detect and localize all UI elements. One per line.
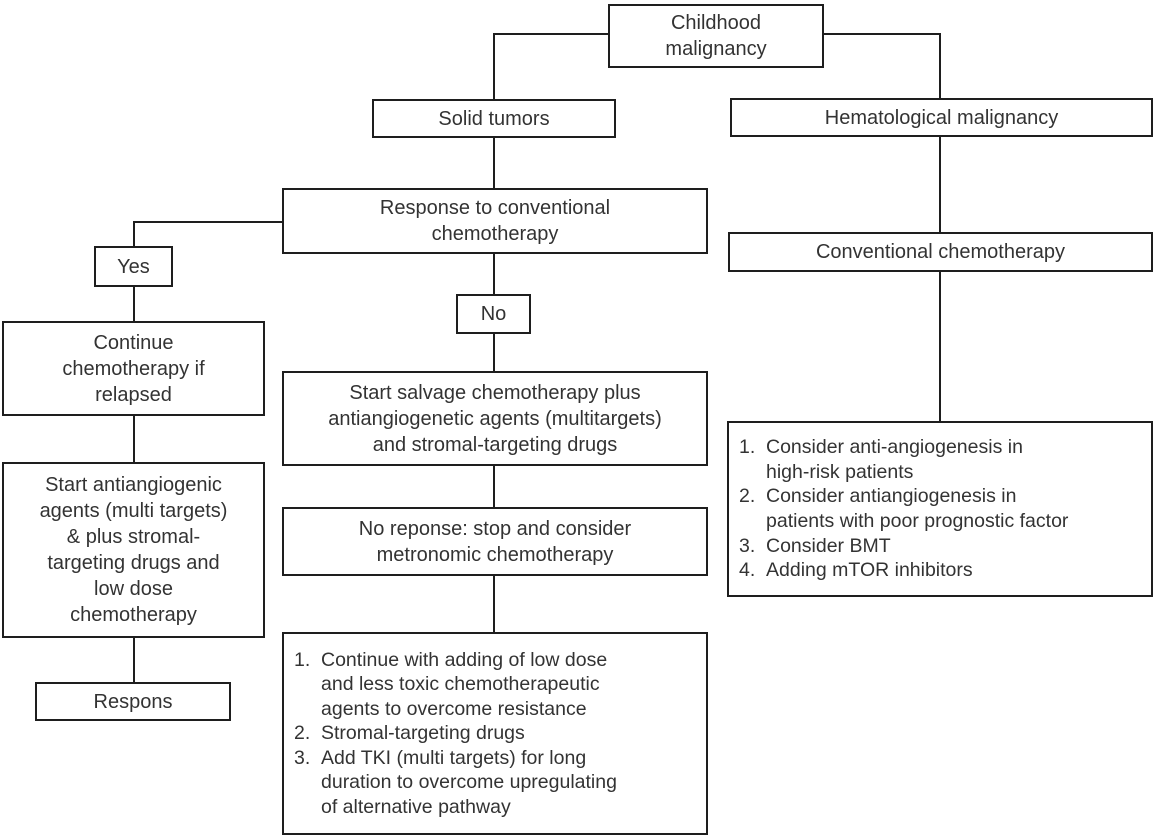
item-text: Consider BMT bbox=[766, 534, 891, 557]
node-respons: Respons bbox=[35, 682, 231, 721]
item-text: Stromal-targeting drugs bbox=[321, 722, 525, 745]
connector-solid-to-response bbox=[493, 138, 495, 188]
item-text: Continue with adding of low dose and les… bbox=[321, 648, 608, 720]
item-number: 3. bbox=[739, 534, 756, 557]
connector-hematological-to-conventional bbox=[939, 137, 941, 232]
item-text: Consider anti-angiogenesis in high-risk … bbox=[766, 436, 1023, 483]
node-no: No bbox=[456, 294, 531, 334]
node-start-antiangiogenic-agents: Start antiangiogenic agents (multi targe… bbox=[2, 462, 265, 638]
connector-childhood-to-hematological-horizontal bbox=[823, 33, 941, 35]
node-yes: Yes bbox=[94, 246, 173, 287]
item-text: Add TKI (multi targets) for long duratio… bbox=[321, 746, 617, 818]
node-conventional-chemotherapy-label: Conventional chemotherapy bbox=[815, 241, 1066, 263]
node-resistance-strategies-list: 1. Continue with adding of low dose and … bbox=[282, 632, 708, 835]
connector-response-to-no bbox=[493, 254, 495, 294]
node-response-to-conventional-chemotherapy: Response to conventional chemotherapy bbox=[282, 188, 708, 254]
node-solid-tumors-label: Solid tumors bbox=[438, 107, 550, 130]
connector-response-to-yes-vertical bbox=[133, 221, 135, 246]
item-number: 1. bbox=[294, 648, 311, 671]
node-solid-tumors: Solid tumors bbox=[372, 99, 616, 138]
node-hematological-malignancy: Hematological malignancy bbox=[730, 98, 1153, 137]
node-response-to-conventional-chemotherapy-label: Response to conventional chemotherapy bbox=[379, 197, 611, 245]
list-item: 4. Adding mTOR inhibitors bbox=[739, 558, 1143, 583]
list-item: 1. Continue with adding of low dose and … bbox=[294, 648, 698, 722]
list-item: 3. Consider BMT bbox=[739, 534, 1143, 559]
item-number: 2. bbox=[739, 485, 756, 508]
node-no-response-stop-metronomic: No reponse: stop and consider metronomic… bbox=[282, 507, 708, 576]
connector-childhood-to-solid-horizontal bbox=[493, 33, 608, 35]
node-childhood-malignancy-label: Childhood malignancy bbox=[665, 12, 767, 60]
connector-childhood-to-hematological-vertical bbox=[939, 33, 941, 98]
connector-response-to-yes-horizontal bbox=[133, 221, 282, 223]
item-number: 4. bbox=[739, 559, 756, 582]
list-item: 1. Consider anti-angiogenesis in high-ri… bbox=[739, 435, 1143, 484]
connector-conventional-to-list bbox=[939, 272, 941, 421]
connector-yes-to-continue bbox=[133, 287, 135, 321]
item-text: Consider antiangiogenesis in patients wi… bbox=[766, 485, 1069, 532]
node-conventional-chemotherapy: Conventional chemotherapy bbox=[728, 232, 1153, 272]
node-hematological-strategies-list: 1. Consider anti-angiogenesis in high-ri… bbox=[727, 421, 1153, 597]
connector-salvage-to-no-response bbox=[493, 466, 495, 507]
item-number: 1. bbox=[739, 436, 756, 459]
node-no-label: No bbox=[480, 303, 507, 325]
connector-continue-to-start-antiangiogenic bbox=[133, 416, 135, 462]
node-hematological-malignancy-label: Hematological malignancy bbox=[824, 106, 1059, 129]
node-yes-label: Yes bbox=[117, 255, 150, 278]
item-text: Adding mTOR inhibitors bbox=[766, 559, 973, 582]
item-number: 3. bbox=[294, 746, 311, 769]
connector-no-to-salvage bbox=[493, 334, 495, 371]
list-item: 3. Add TKI (multi targets) for long dura… bbox=[294, 746, 698, 820]
node-start-antiangiogenic-agents-label: Start antiangiogenic agents (multi targe… bbox=[39, 474, 228, 626]
list-item: 2. Consider antiangiogenesis in patients… bbox=[739, 484, 1143, 533]
node-start-salvage-chemotherapy-label: Start salvage chemotherapy plus antiangi… bbox=[328, 381, 662, 456]
list-item: 2. Stromal-targeting drugs bbox=[294, 721, 698, 746]
node-no-response-stop-metronomic-label: No reponse: stop and consider metronomic… bbox=[358, 517, 632, 566]
node-continue-chemotherapy-if-relapsed-label: Continue chemotherapy if relapsed bbox=[62, 331, 205, 406]
node-respons-label: Respons bbox=[93, 690, 173, 713]
connector-childhood-to-solid-vertical bbox=[493, 33, 495, 99]
item-number: 2. bbox=[294, 722, 311, 745]
connector-start-antiangiogenic-to-respons bbox=[133, 638, 135, 682]
node-continue-chemotherapy-if-relapsed: Continue chemotherapy if relapsed bbox=[2, 321, 265, 416]
node-childhood-malignancy: Childhood malignancy bbox=[608, 4, 824, 68]
node-start-salvage-chemotherapy: Start salvage chemotherapy plus antiangi… bbox=[282, 371, 708, 466]
connector-no-response-to-list bbox=[493, 576, 495, 632]
